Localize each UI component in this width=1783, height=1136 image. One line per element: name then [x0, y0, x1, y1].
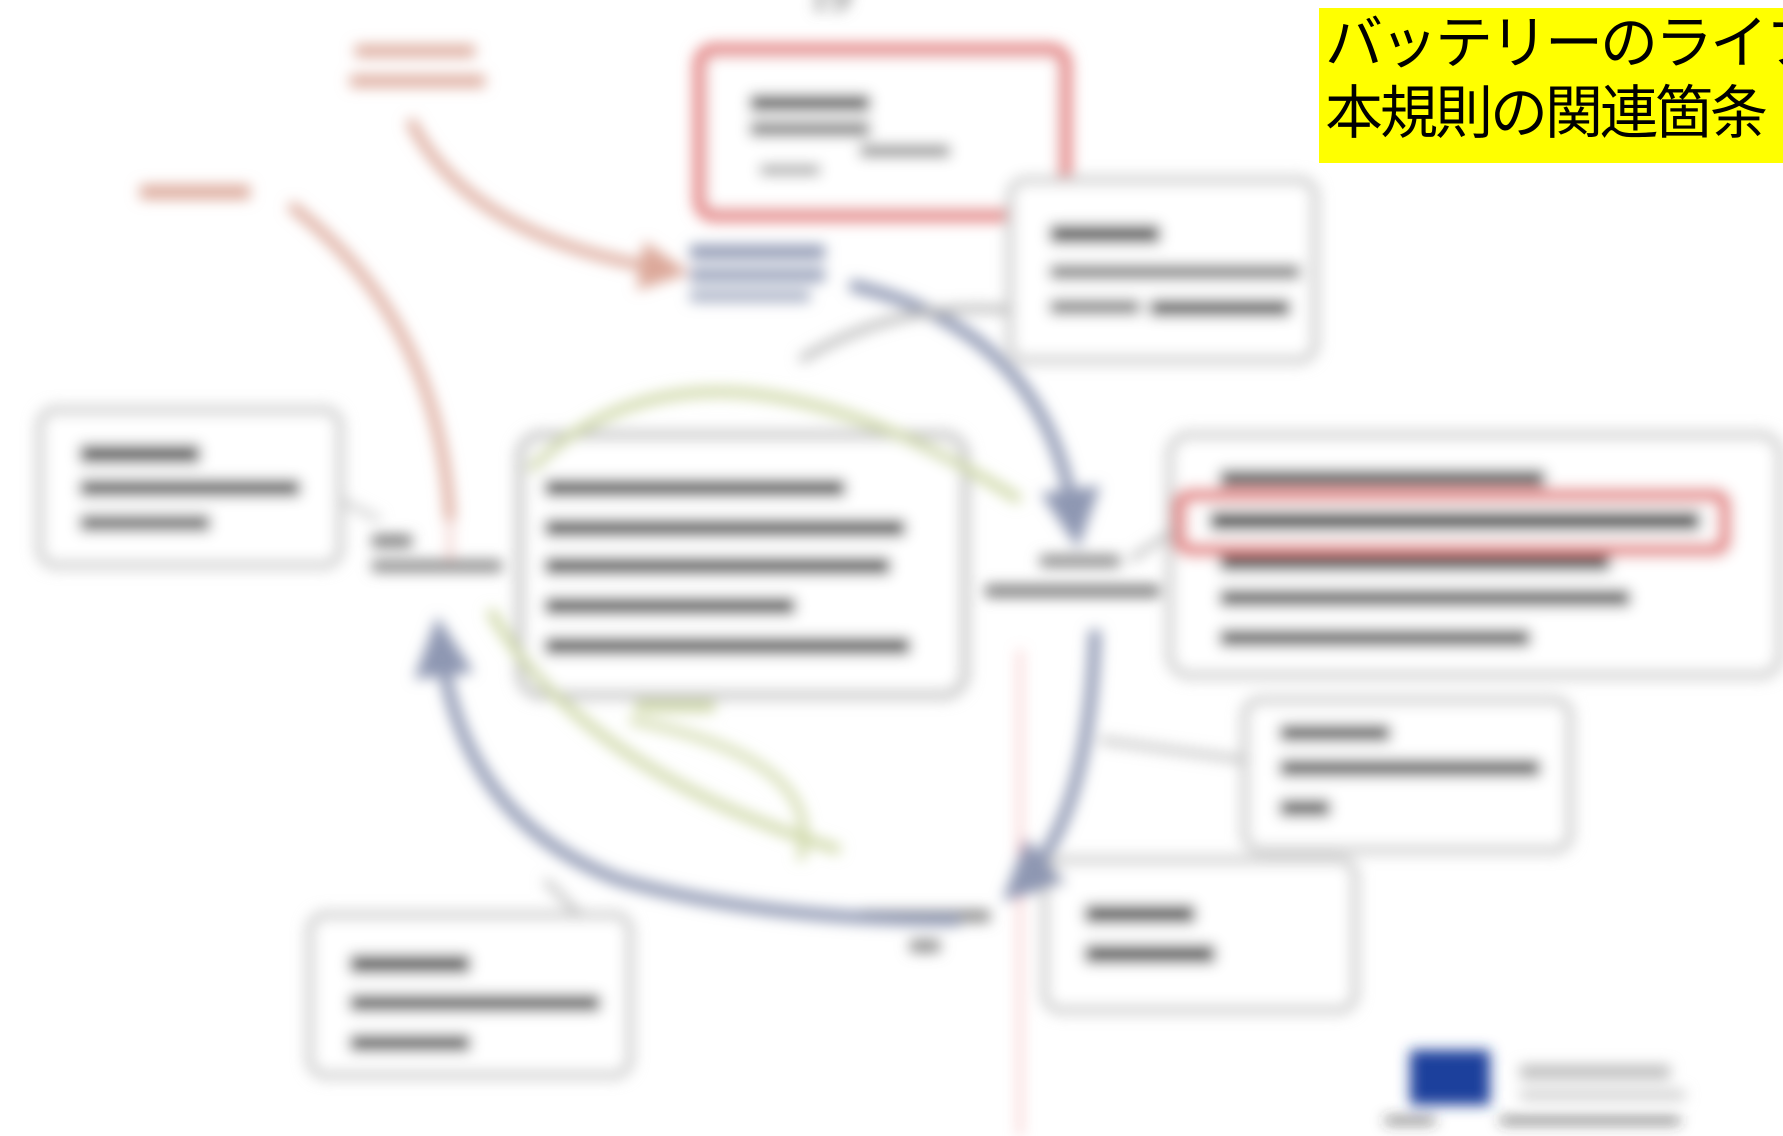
callout-line-2: 本規則の関連箇条 — [1325, 79, 1768, 147]
right-highlighted-box — [1166, 431, 1783, 679]
bottom-right-box — [1041, 856, 1359, 1014]
connector-bottom-left — [542, 877, 583, 918]
top-right-box — [1006, 176, 1319, 364]
callout-line-1: バッテリーのライフサ — [1325, 9, 1783, 77]
blue-arrow-left-up — [414, 616, 623, 886]
connector-left — [338, 497, 382, 523]
right-middle-box — [1241, 696, 1574, 854]
gray-arrow-top — [797, 304, 1011, 364]
top-label: ɪ9 — [812, 0, 852, 20]
connector-right-mid — [1099, 737, 1246, 763]
right-mini-label — [985, 555, 1160, 597]
connector-right — [1128, 527, 1177, 563]
green-arrow-inner-left — [485, 607, 842, 855]
left-box — [36, 406, 344, 569]
top-mini-label — [690, 245, 825, 302]
eu-logo — [1385, 1050, 1685, 1123]
green-arrow-inner-top — [526, 386, 1023, 505]
center-box — [515, 430, 970, 700]
bottom-left-box — [306, 911, 634, 1079]
orange-arrow-top — [405, 117, 690, 291]
top-highlighted-box — [693, 43, 1072, 222]
left-mini-label — [372, 535, 502, 572]
orange-label-top — [350, 45, 485, 87]
blue-arrow-top-right — [848, 279, 1101, 549]
orange-arrow-left — [286, 201, 455, 521]
orange-label-left — [140, 185, 250, 199]
blue-arrow-bottom — [618, 874, 961, 926]
blue-arrow-right-down — [1002, 629, 1101, 902]
highlighted-callout: バッテリーのライフサ 本規則の関連箇条 — [1319, 8, 1783, 163]
green-mini-label — [635, 700, 715, 712]
green-arrow-inner-loop — [629, 716, 808, 862]
